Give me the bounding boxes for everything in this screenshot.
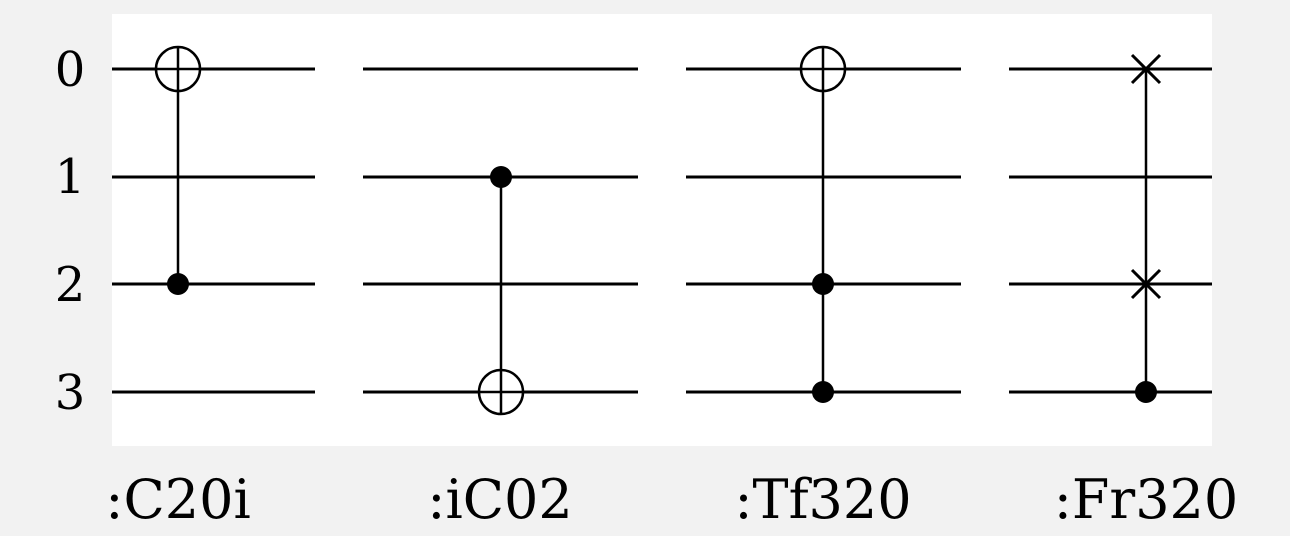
- qubit-label-0: 0: [55, 42, 86, 98]
- gate-caption-tf320: :Tf320: [734, 468, 911, 531]
- swap-cross-icon: [1130, 53, 1162, 85]
- control-dot: [1135, 381, 1157, 403]
- gate-tf320: [686, 45, 961, 403]
- cnot-target-icon: [477, 368, 525, 416]
- gate-fr320: [1009, 53, 1212, 403]
- qubit-label-2: 2: [55, 257, 86, 313]
- control-dot: [812, 381, 834, 403]
- qubit-label-3: 3: [55, 365, 86, 421]
- circuit-panel: [112, 14, 1212, 446]
- control-dot: [167, 273, 189, 295]
- gate-c20i: [112, 45, 315, 394]
- gate-caption-ic02: :iC02: [427, 468, 573, 531]
- cnot-target-icon: [154, 45, 202, 93]
- gate-caption-c20i: :C20i: [105, 468, 251, 531]
- qubit-label-1: 1: [55, 149, 86, 205]
- control-dot: [490, 166, 512, 188]
- gate-ic02: [363, 67, 638, 416]
- cnot-target-icon: [799, 45, 847, 93]
- control-dot: [812, 273, 834, 295]
- gate-caption-fr320: :Fr320: [1054, 468, 1239, 531]
- swap-cross-icon: [1130, 268, 1162, 300]
